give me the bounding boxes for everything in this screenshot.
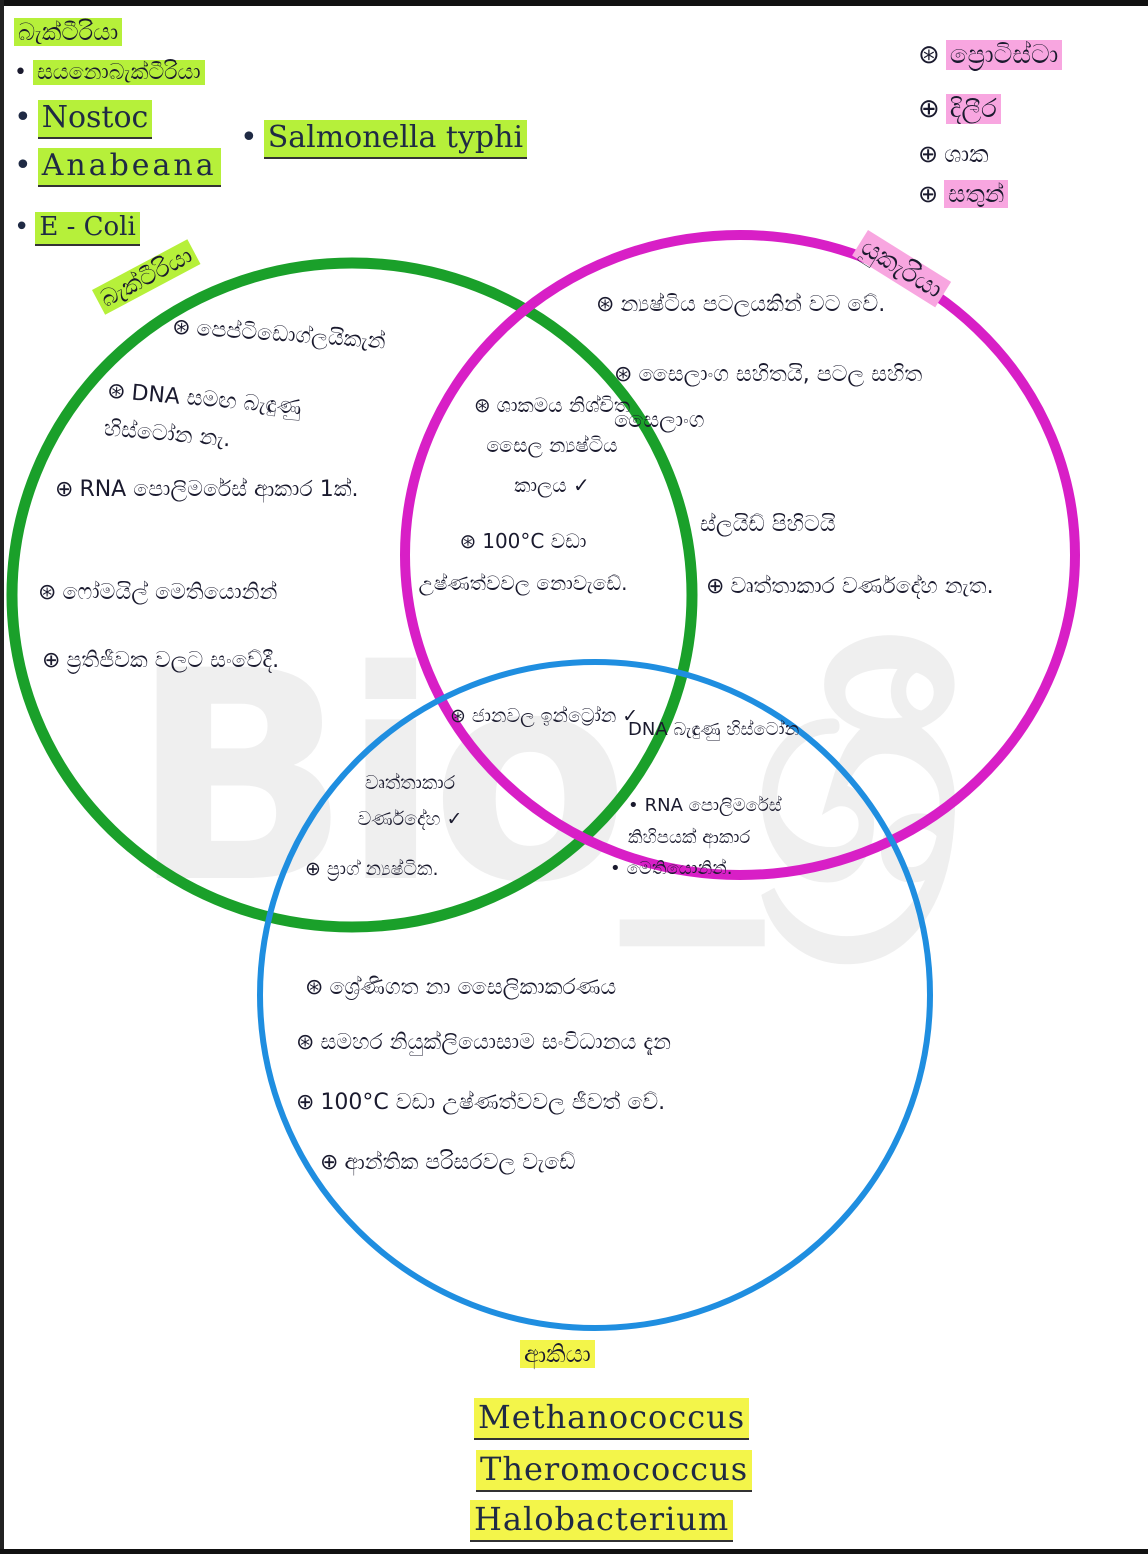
bacteria-feature: ⊛ෆෝමයිල් මෙතියොනින් [38,580,278,605]
eukarya-feature: ⊛න්‍යෂ්ටිය පටලයකින් වට වේ. [596,292,886,317]
eukarya-feature: ⊛සෛලාංග සහිතයි, පටල සහිත සෛලාංග [614,362,923,433]
center-feature: ⊛ජානවල ඉන්ට්‍රෝන ✓ [450,705,639,727]
top-left-item: •සයනොබැක්ටීරියා [14,60,205,85]
archaea-feature: ⊛සමහර නියුක්ලියොසාම සංවිධානය දැන [296,1030,671,1055]
top-right-item: ⊕දිලීර [918,94,1001,125]
top-right-item: ⊕සතුන් [918,180,1009,208]
bacteria-archaea-feature: ⊕ප්‍රාග් න්‍යෂ්ටික. [305,858,439,880]
archaea-circle [257,659,933,1331]
top-left-item: •Nostoc [14,100,153,139]
archaea-feature: ⊛ශ්‍රේණිගත නා සෛලිකාකරණය [305,975,617,1000]
eukarya-archaea-feature: •RNA පොලිමරේස් කිහිපයක් ආකාර [628,795,782,848]
bacteria-feature: ⊕ප්‍රතිජීවක වලට සංවේදී. [42,648,280,673]
eukarya-feature: ස්ලයිඩ් පිහිටයි [700,512,836,537]
top-right-item: ⊕ශාක [918,140,989,168]
eukarya-feature: ⊕වෘත්තාකාර වර්ණදේහ නැත. [706,574,994,599]
archaea-example: Theromococcus [476,1450,753,1492]
bacteria-circle [6,257,698,933]
bottom-border [0,1549,1148,1554]
archaea-example: Methanococcus [474,1398,750,1440]
archaea-example: Halobacterium [470,1500,734,1542]
top-left-item: •Anabeana [14,148,221,187]
eukarya-archaea-feature: •මෙතියොනින්. [610,858,733,879]
top-left-item: •E - Coli [14,212,140,246]
bacteria-heading: බැක්ටීරියා [14,18,123,46]
archaea-feature: ⊕ආන්තික පරිසරවල වැඩේ [320,1150,576,1175]
top-right-item: ⊛ප්‍රොටිස්ටා [918,40,1063,71]
salmonella-label: •Salmonella typhi [240,120,528,159]
bacteria-archaea-feature: වෘත්තාකාර වර්ණදේහ ✓ [357,772,463,830]
left-border [0,0,4,1554]
bacteria-eukarya-feature: ⊛100°C වඩා උෂ්ණත්වවල නොවැඩේ. [418,529,628,595]
eukarya-archaea-feature: DNA බැඳුණු හිස්ටෝන [628,719,800,740]
bacteria-eukarya-feature: ⊛ශාකමය නිශ්චිත සෛල න්‍යෂ්ටිය කාලය ✓ [473,393,631,497]
archaea-label: ආකියා [520,1340,595,1368]
archaea-feature: ⊕100°C වඩා උෂ්ණත්වවල ජීවත් වේ. [296,1090,666,1115]
eukarya-circle [400,230,1080,880]
bacteria-feature: ⊕RNA පොලිමරේස් ආකාර 1ක්. [55,477,359,502]
top-border [0,0,1148,6]
